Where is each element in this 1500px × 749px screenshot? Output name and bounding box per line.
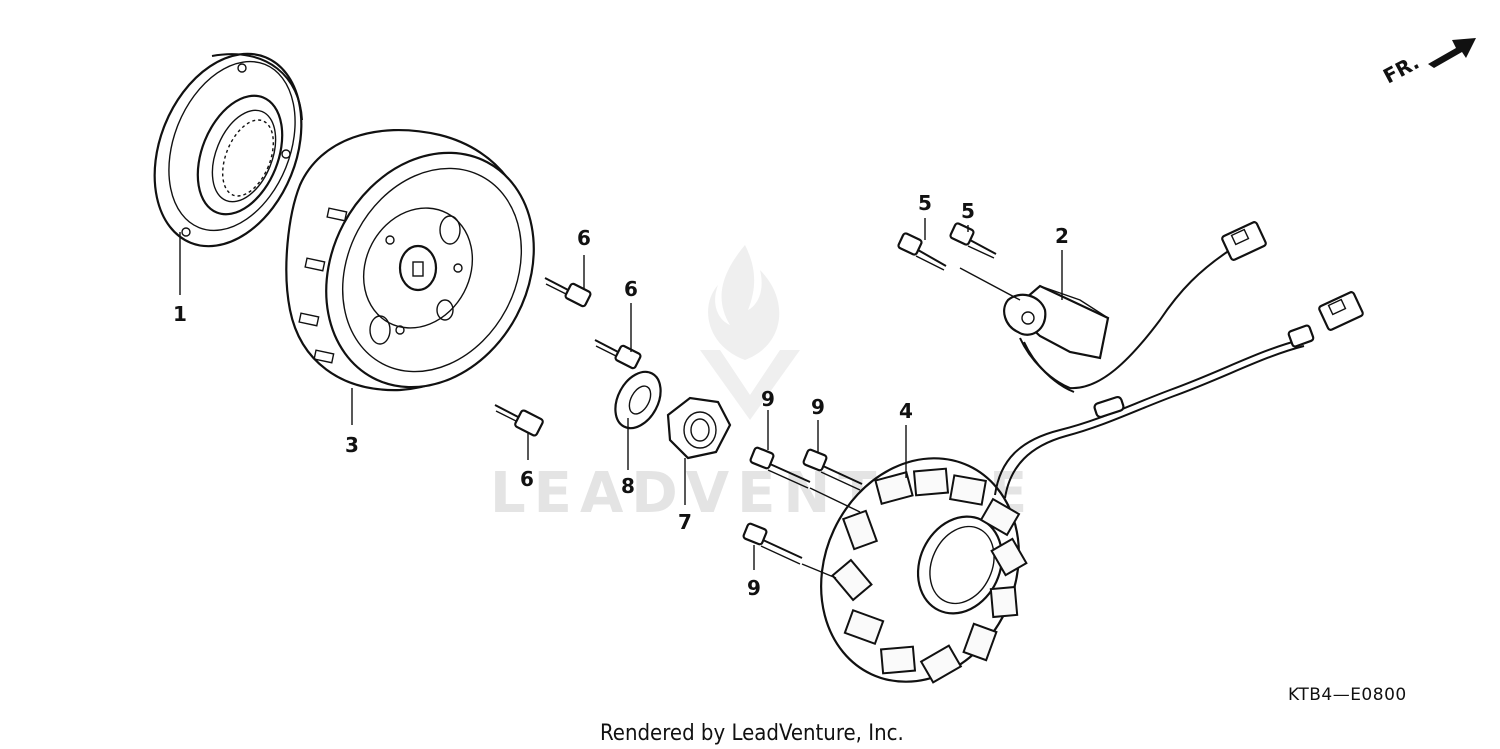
arrow-icon bbox=[1428, 38, 1476, 68]
leader-lines bbox=[179, 218, 1063, 570]
callout-3: 3 bbox=[345, 433, 359, 457]
part-9-bolt-c bbox=[742, 522, 837, 579]
part-9-bolt-b bbox=[802, 448, 863, 491]
front-direction-indicator: FR. bbox=[1379, 38, 1476, 88]
part-9-bolt-a bbox=[749, 446, 861, 513]
callout-2: 2 bbox=[1055, 224, 1069, 248]
callout-6c: 6 bbox=[520, 467, 534, 491]
part-5-screw-b bbox=[949, 222, 997, 259]
callout-8: 8 bbox=[621, 474, 635, 498]
part-6-bolt-b bbox=[594, 339, 642, 370]
watermark-logo-icon bbox=[700, 245, 800, 420]
direction-label: FR. bbox=[1379, 50, 1423, 89]
part-6-bolt-a bbox=[544, 277, 592, 308]
callout-1: 1 bbox=[173, 302, 187, 326]
part-1-starter-clutch bbox=[153, 52, 303, 248]
part-3-flywheel bbox=[285, 128, 535, 392]
part-6-bolt-c bbox=[494, 404, 544, 437]
callout-5b: 5 bbox=[961, 199, 975, 223]
part-4-stator bbox=[820, 291, 1364, 684]
callout-4: 4 bbox=[899, 399, 913, 423]
callout-5a: 5 bbox=[918, 191, 932, 215]
part-2-pulse-generator bbox=[959, 221, 1267, 393]
part-5-screw-a bbox=[897, 232, 947, 271]
callout-7: 7 bbox=[678, 510, 692, 534]
callout-9a: 9 bbox=[761, 387, 775, 411]
callout-6a: 6 bbox=[577, 226, 591, 250]
callout-6b: 6 bbox=[624, 277, 638, 301]
callout-9c: 9 bbox=[747, 576, 761, 600]
callout-9b: 9 bbox=[811, 395, 825, 419]
diagram-code: KTB4—E0800 bbox=[1288, 685, 1407, 705]
callouts: 1 2 3 4 5 5 6 6 6 7 8 9 9 9 bbox=[173, 191, 1069, 600]
footer-credit: Rendered by LeadVenture, Inc. bbox=[600, 721, 904, 746]
part-7-nut bbox=[666, 396, 732, 460]
part-8-washer bbox=[614, 370, 662, 430]
